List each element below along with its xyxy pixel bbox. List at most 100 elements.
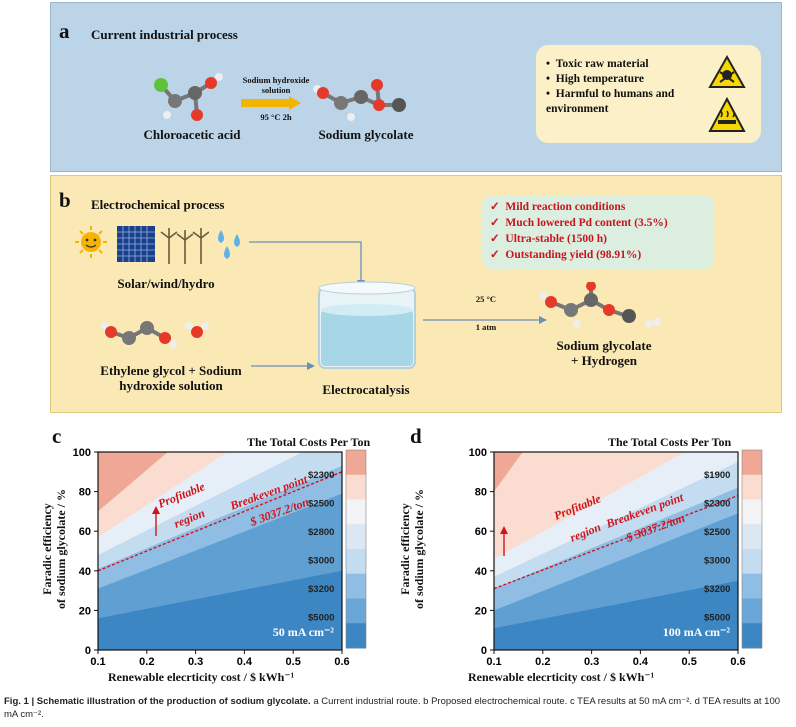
- colorbar-label: $2800: [308, 527, 334, 538]
- y-tick-label: 40: [79, 566, 91, 578]
- y-tick-label: 0: [481, 645, 487, 657]
- y-tick-label: 80: [79, 487, 91, 499]
- solar-panel-icon: [117, 226, 155, 262]
- chart-d-xlabel: Renewable elecrticity cost / $ kWh⁻¹: [468, 670, 655, 684]
- y-tick-label: 20: [79, 605, 91, 617]
- x-tick-label: 0.1: [486, 656, 501, 668]
- x-tick-label: 0.3: [188, 656, 203, 668]
- colorbar-label: $2500: [704, 527, 730, 538]
- plot-frame: [493, 451, 739, 651]
- chart-c-title: The Total Costs Per Ton: [247, 435, 371, 449]
- colorbar-swatch: [742, 598, 762, 624]
- condition-top: Sodium hydroxide solution: [242, 75, 310, 95]
- colorbar-swatch: [742, 623, 762, 649]
- advantage-item: ✓ Outstanding yield (98.91%): [490, 249, 642, 261]
- electrochemical-cell-icon: [318, 281, 416, 369]
- colorbar-swatch: [346, 598, 366, 624]
- product-b-label: Sodium glycolate + Hydrogen: [529, 338, 679, 368]
- colorbar-swatch: [742, 450, 762, 476]
- advantage-item: ✓ Ultra-stable (1500 h): [490, 233, 607, 245]
- x-tick-label: 0.4: [237, 656, 253, 668]
- colorbar-swatch: [346, 549, 366, 575]
- current-density-label: 100 mA cm⁻²: [663, 625, 731, 639]
- y-tick-label: 20: [475, 605, 487, 617]
- panel-b-letter: b: [59, 188, 71, 212]
- x-tick-label: 0.6: [334, 656, 349, 668]
- energy-label: Solar/wind/hydro: [117, 276, 215, 291]
- colorbar-frame: [345, 449, 367, 649]
- cost-band: [98, 570, 342, 650]
- panel-c-letter: c: [52, 424, 62, 448]
- chart-d-ylabel-line-1: Faradic efficiency: [398, 503, 412, 595]
- chart-c-ylabel-line-2: of sodium glycolate / %: [54, 489, 68, 609]
- wind-turbine-icon: [160, 228, 209, 264]
- hazard-box: • Toxic raw material • High temperature …: [536, 45, 761, 143]
- check-icon: ✓: [490, 233, 500, 245]
- colorbar-label: $1900: [704, 470, 730, 481]
- figure-caption: Fig. 1 | Schematic illustration of the p…: [4, 695, 794, 721]
- feed-label: Ethylene glycol + Sodium hydroxide solut…: [71, 363, 271, 393]
- colorbar-swatch: [742, 499, 762, 525]
- colorbar-label: $3000: [704, 556, 730, 567]
- colorbar-label: $2300: [704, 499, 730, 510]
- chart-c-ylabel: Faradic efficiency of sodium glycolate /…: [40, 469, 68, 629]
- cost-band: [494, 580, 738, 650]
- y-tick-label: 100: [469, 448, 487, 459]
- colorbar-swatch: [742, 573, 762, 599]
- check-icon: ✓: [490, 217, 500, 229]
- water-drops-icon: [218, 230, 240, 259]
- y-tick-label: 40: [475, 566, 487, 578]
- sun-icon: [75, 226, 107, 258]
- breakeven-line: [98, 471, 342, 572]
- colorbar-swatch: [346, 524, 366, 550]
- colorbar-swatch: [346, 499, 366, 525]
- current-density-label: 50 mA cm⁻²: [273, 625, 335, 639]
- chart-d-ylabel: Faradic efficiency of sodium glycolate /…: [398, 469, 426, 629]
- cell-label: Electrocatalysis: [322, 382, 410, 397]
- chart-d-ylabel-line-2: of sodium glycolate / %: [412, 489, 426, 609]
- x-tick-label: 0.3: [584, 656, 599, 668]
- colorbar-label: $2300: [308, 470, 334, 481]
- condition-bottom: 95 °C 2h: [260, 112, 292, 122]
- chart-c-ylabel-line-1: Faradic efficiency: [40, 503, 54, 595]
- colorbar-swatch: [346, 474, 366, 500]
- chart-d-title: The Total Costs Per Ton: [608, 435, 732, 449]
- product-b-line-2: + Hydrogen: [570, 353, 638, 368]
- colorbar-swatch: [742, 524, 762, 550]
- advantage-item: ✓ Much lowered Pd content (3.5%): [490, 217, 668, 229]
- chart-c-xlabel: Renewable elecrticity cost / $ kWh⁻¹: [108, 670, 295, 684]
- colorbar-label: $5000: [704, 613, 730, 624]
- colorbar-swatch: [742, 549, 762, 575]
- condition-pressure: 1 atm: [475, 322, 497, 332]
- caption-text: a Current industrial route. b Proposed e…: [4, 696, 781, 720]
- product-label: Sodium glycolate: [318, 127, 414, 142]
- caption-lead: Fig. 1 | Schematic illustration of the p…: [4, 696, 311, 707]
- x-tick-label: 0.4: [633, 656, 649, 668]
- reactant-label: Chloroacetic acid: [143, 127, 241, 142]
- colorbar-swatch: [346, 450, 366, 476]
- hazard-item: • Toxic raw material: [546, 58, 649, 70]
- ethylene-glycol-molecule: [101, 321, 209, 348]
- colorbar-swatch: [742, 474, 762, 500]
- hot-surface-warning-icon: [708, 97, 746, 132]
- y-tick-label: 60: [475, 526, 487, 538]
- profitable-arrow-head: [500, 526, 508, 534]
- product-arrow: [423, 316, 547, 324]
- panel-b: b Electrochemical process: [50, 175, 782, 413]
- hazard-item: • Harmful to humans and environment: [546, 88, 675, 115]
- check-icon: ✓: [490, 201, 500, 213]
- x-tick-label: 0.5: [682, 656, 697, 668]
- colorbar-swatch: [346, 623, 366, 649]
- x-tick-label: 0.5: [286, 656, 301, 668]
- advantage-box: ✓ Mild reaction conditions ✓ Much lowere…: [482, 195, 714, 269]
- check-icon: ✓: [490, 249, 500, 261]
- x-tick-label: 0.2: [139, 656, 154, 668]
- panel-a-letter: a: [59, 19, 70, 43]
- x-tick-label: 0.6: [730, 656, 745, 668]
- reaction-arrow: [241, 96, 301, 110]
- colorbar-swatch: [346, 573, 366, 599]
- product-b-line-1: Sodium glycolate: [556, 338, 652, 353]
- profitable-arrow-head: [152, 506, 160, 514]
- colorbar-frame: [741, 449, 763, 649]
